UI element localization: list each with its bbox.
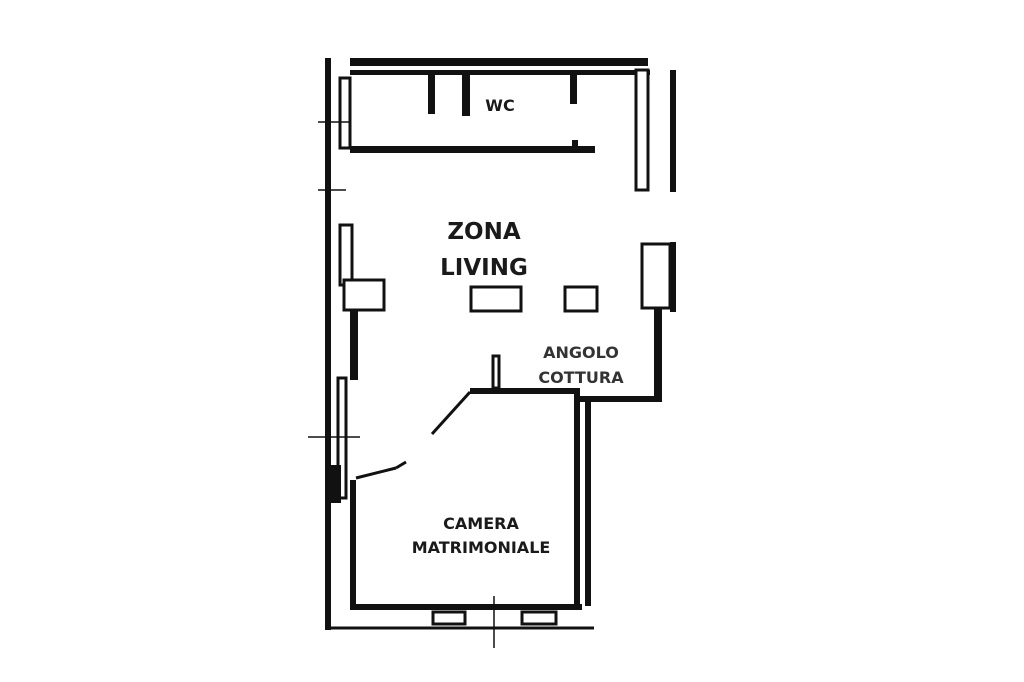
- door-swings: [355, 390, 472, 480]
- room-label-angolo-cottura: ANGOLO COTTURA: [522, 340, 640, 390]
- room-label-wc: WC: [485, 96, 515, 115]
- kitchen-counters: [469, 285, 599, 390]
- room-label-angolo-cottura-line2: COTTURA: [538, 368, 624, 387]
- bedroom-walls: [330, 388, 594, 648]
- room-label-camera-matrimoniale-line2: MATRIMONIALE: [411, 538, 551, 557]
- left-outer-wall: [308, 58, 360, 630]
- right-walls: [580, 242, 676, 402]
- left-pillar: [342, 278, 386, 380]
- room-label-zona-living: ZONA LIVING: [414, 214, 554, 286]
- wc-walls: [350, 58, 676, 192]
- room-label-camera-matrimoniale-line1: CAMERA: [443, 514, 519, 533]
- room-label-zona-living-line1: ZONA: [447, 219, 521, 245]
- room-label-camera-matrimoniale: CAMERA MATRIMONIALE: [376, 512, 586, 560]
- room-label-zona-living-line2: LIVING: [440, 255, 528, 281]
- room-label-angolo-cottura-line1: ANGOLO: [543, 343, 619, 362]
